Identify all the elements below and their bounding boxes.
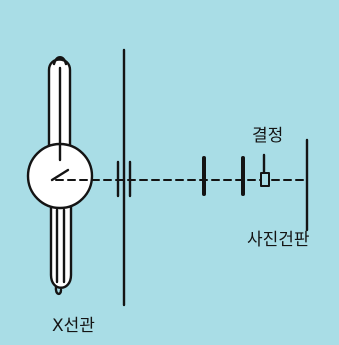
crystal-label: 결정: [252, 126, 284, 146]
photographic-plate-label: 사진건판: [247, 230, 310, 250]
tube-bottom-tip: [54, 285, 63, 295]
anticathode: [50, 168, 70, 182]
crystal-sample: [260, 172, 270, 187]
tube-top-cap: [52, 56, 68, 66]
tube-lower-neck: [49, 203, 73, 289]
xray-tube: [26, 56, 94, 295]
xray-tube-label: X선관: [52, 316, 95, 336]
